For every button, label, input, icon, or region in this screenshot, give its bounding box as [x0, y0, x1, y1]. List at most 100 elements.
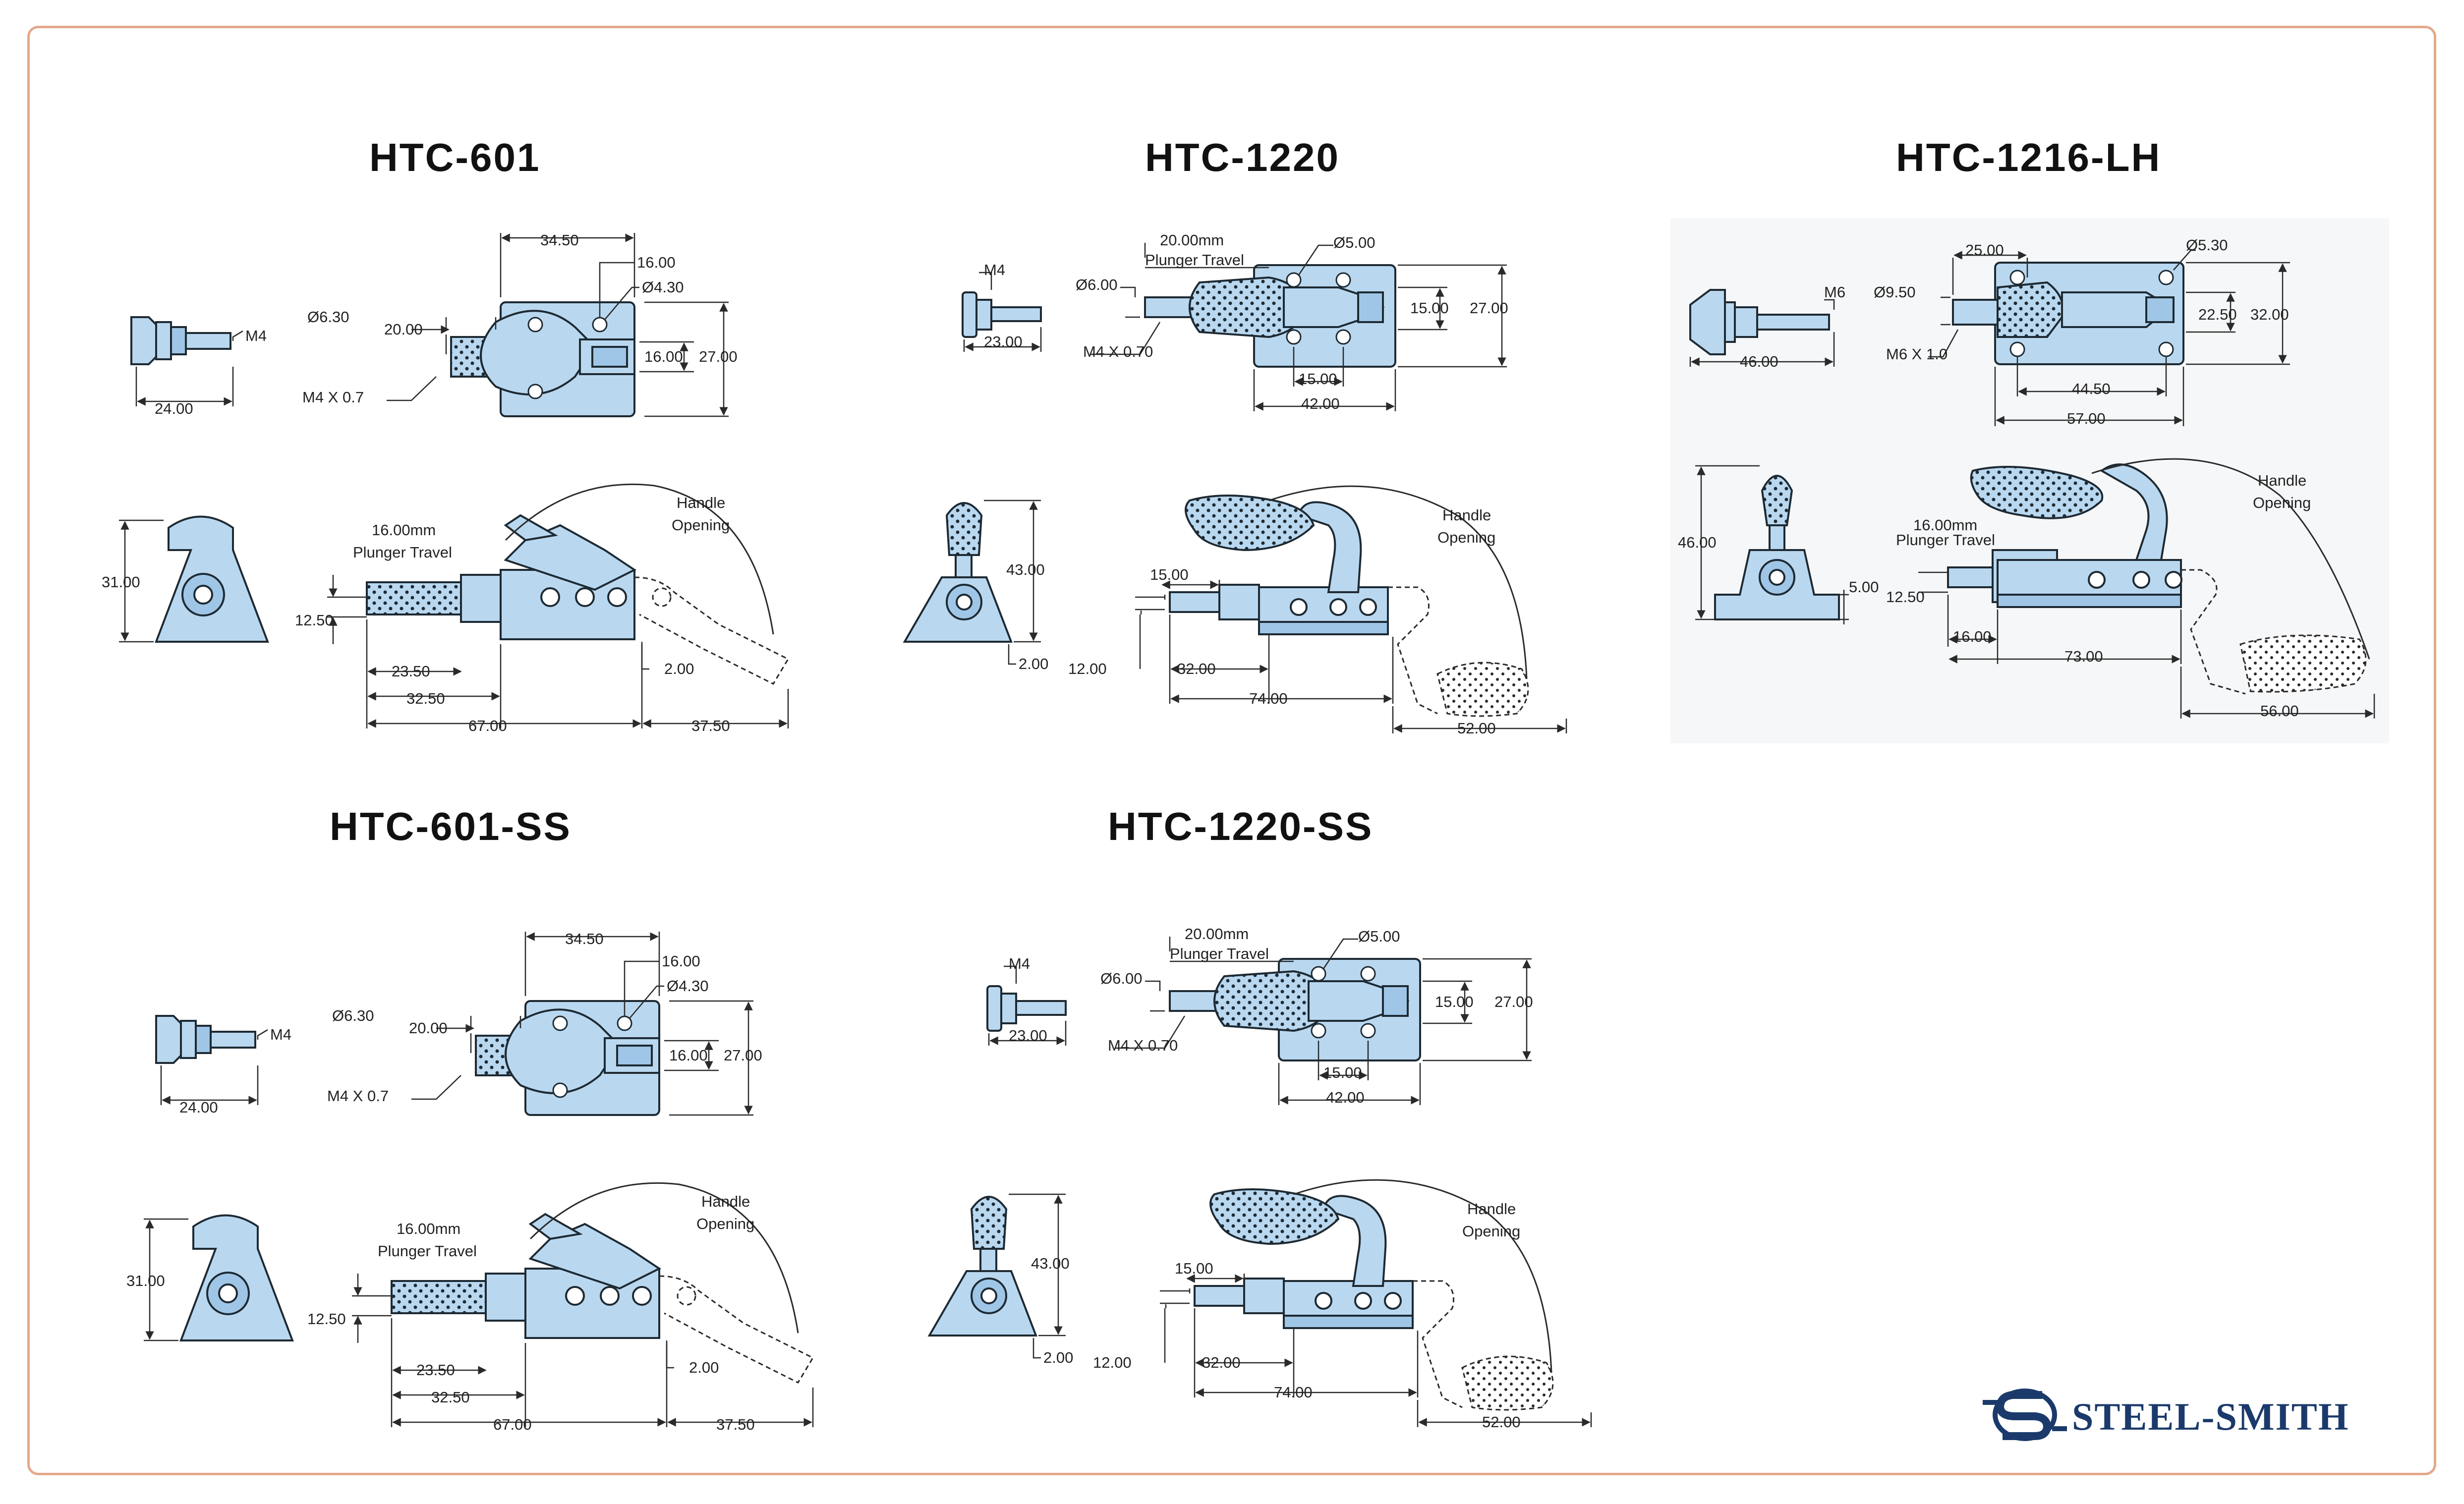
dim-width: 42.00 — [1301, 395, 1340, 412]
dim-d1: 32.00 — [1202, 1354, 1241, 1371]
dim-plunger: 15.00 — [1150, 566, 1189, 583]
dim-thread: M4 — [270, 1026, 291, 1043]
note-travel-label: Plunger Travel — [378, 1242, 477, 1260]
dim-handle: 37.50 — [691, 717, 730, 734]
dim-thread: M4 — [245, 327, 267, 344]
dim-bolt-length: 24.00 — [155, 400, 193, 417]
dim-hole-offset: 16.00 — [662, 952, 700, 970]
dim-stem-diameter: Ø6.00 — [1076, 276, 1117, 293]
clamp-side-view — [1947, 463, 2182, 608]
dim-height: 32.00 — [2250, 306, 2289, 323]
dim-total: 67.00 — [468, 717, 507, 734]
dim-height: 27.00 — [1470, 299, 1508, 317]
dim-base-thickness: 2.00 — [689, 1359, 719, 1376]
dim-height: 27.00 — [1494, 993, 1533, 1010]
model-title: HTC-601-SS — [330, 804, 572, 848]
dim-plunger: 25.00 — [1965, 241, 2004, 259]
note-opening: Opening — [1462, 1223, 1520, 1240]
dim-inner-height: 22.50 — [2198, 306, 2237, 323]
dim-plunger: 15.00 — [1175, 1260, 1213, 1277]
note-opening: Opening — [1437, 529, 1495, 546]
note-handle: Handle — [677, 494, 725, 511]
dim-width: 57.00 — [2067, 410, 2106, 427]
dim-hole-diameter: Ø5.00 — [1333, 234, 1375, 251]
note-handle: Handle — [2258, 472, 2306, 489]
dim-total: 73.00 — [2064, 648, 2103, 665]
dim-total: 74.00 — [1274, 1384, 1313, 1401]
bolt-icon — [1689, 289, 1830, 355]
dim-height: 27.00 — [699, 348, 738, 365]
dim-hole-pitch: 44.50 — [2072, 380, 2111, 397]
dim-thread: M4 — [984, 261, 1005, 279]
dim-base-thickness: 2.00 — [1043, 1349, 1073, 1366]
dim-d1: 32.00 — [1177, 660, 1216, 677]
note-travel-label: Plunger Travel — [1145, 251, 1244, 269]
dim-stem-diameter: Ø6.00 — [1100, 970, 1142, 987]
dim-base-height: 43.00 — [1006, 561, 1045, 578]
dim-d1: 23.50 — [416, 1361, 455, 1379]
dim-handle: 52.00 — [1482, 1413, 1521, 1431]
note-opening: Opening — [2253, 494, 2311, 511]
note-travel-label: Plunger Travel — [1170, 945, 1269, 962]
note-opening: Opening — [672, 516, 730, 534]
dim-total: 67.00 — [493, 1416, 532, 1433]
dim-hole-diameter: Ø5.00 — [1358, 928, 1400, 945]
handle-open-ghost — [2181, 569, 2367, 695]
dim-plunger-height: 12.50 — [295, 612, 334, 629]
dim-hole-pitch: 16.00 — [669, 1047, 708, 1064]
model-htc-1220: HTC-1220 M4 23.00 20.00mm Plunger Travel… — [905, 135, 1566, 737]
dim-plunger: 20.00 — [409, 1019, 448, 1037]
model-title: HTC-601 — [369, 135, 541, 179]
dim-bolt-length: 46.00 — [1740, 353, 1778, 370]
steel-smith-s-logo-icon — [1983, 1389, 2067, 1441]
note-handle: Handle — [1467, 1200, 1516, 1218]
dim-base-thickness: 5.00 — [1849, 578, 1879, 596]
note-travel-value: 20.00mm — [1160, 231, 1224, 249]
dim-handle: 52.00 — [1457, 720, 1496, 737]
dim-inner-height: 15.00 — [1435, 993, 1474, 1010]
dim-height: 27.00 — [724, 1047, 762, 1064]
dim-base-thickness: 2.00 — [664, 660, 694, 677]
note-travel-label: Plunger Travel — [353, 544, 452, 561]
model-title: HTC-1216-LH — [1896, 135, 2161, 179]
dim-plunger-height: 12.50 — [307, 1310, 346, 1328]
dim-hole-offset: 16.00 — [637, 254, 676, 271]
dim-base-height: 31.00 — [102, 573, 140, 591]
dim-thread-spec: M4 X 0.7 — [302, 389, 364, 406]
dim-thread-spec: M4 X 0.70 — [1108, 1037, 1178, 1054]
dim-stem-diameter: Ø6.30 — [307, 308, 349, 326]
brand-logo: STEEL-SMITH — [1983, 1389, 2349, 1441]
note-handle: Handle — [701, 1193, 750, 1210]
dim-hole-pitch: 15.00 — [1299, 370, 1337, 388]
dim-base-height: 46.00 — [1678, 534, 1717, 551]
clamp-end-view — [1714, 475, 1840, 620]
dim-width: 34.50 — [540, 231, 579, 249]
dim-thread-spec: M6 X 1.0 — [1886, 345, 1948, 363]
dim-plunger: 20.00 — [384, 321, 423, 338]
dim-thread-spec: M4 X 0.7 — [327, 1087, 389, 1105]
note-travel-value: 20.00mm — [1185, 925, 1249, 943]
dim-hole-diameter: Ø4.30 — [667, 977, 708, 995]
note-travel-value: 16.00mm — [397, 1220, 460, 1237]
note-opening: Opening — [696, 1215, 754, 1232]
dim-plunger-height: 12.00 — [1093, 1354, 1132, 1371]
dim-width: 34.50 — [565, 930, 604, 947]
model-title: HTC-1220 — [1145, 135, 1340, 179]
model-htc-1216-lh: HTC-1216-LH — [1670, 135, 2389, 743]
dim-thread: M4 — [1009, 955, 1030, 972]
dim-base-thickness: 2.00 — [1019, 655, 1048, 672]
note-travel-value: 16.00mm — [372, 521, 436, 539]
dim-inner-height: 15.00 — [1410, 299, 1449, 317]
dim-base-height: 31.00 — [126, 1272, 165, 1289]
dim-total: 74.00 — [1249, 690, 1288, 707]
clamp-top-view — [1952, 262, 2184, 365]
dim-handle: 56.00 — [2260, 702, 2299, 720]
dim-hole-pitch: 16.00 — [644, 348, 683, 365]
dim-hole-pitch: 15.00 — [1323, 1064, 1362, 1081]
note-travel-label: Plunger Travel — [1896, 531, 1995, 549]
model-htc-601-ss: HTC-601-SS M4 24.00 34.50 Ø6.30 20.00 16… — [126, 804, 813, 1433]
dim-d1: 16.00 — [1953, 628, 1992, 645]
note-travel-value: 16.00mm — [1913, 516, 1977, 534]
dim-bolt-length: 23.00 — [984, 333, 1023, 350]
